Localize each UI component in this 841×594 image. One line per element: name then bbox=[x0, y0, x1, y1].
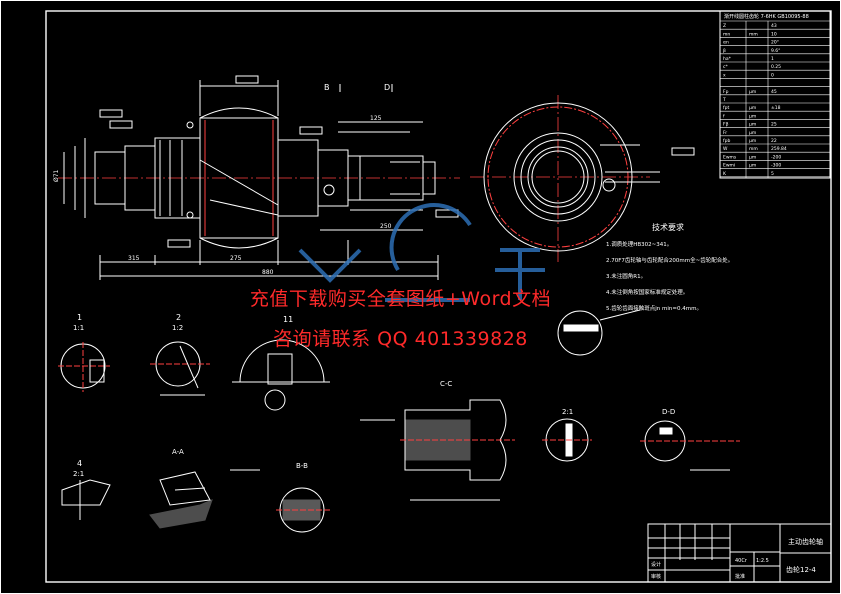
param-cell: μm bbox=[749, 123, 756, 128]
drawing-number: 齿轮12-4 bbox=[786, 565, 816, 574]
material-value: 40Cr bbox=[735, 558, 748, 564]
param-cell: Z bbox=[723, 23, 726, 29]
tech-item-1: 1.调质处理HB302~341。 bbox=[606, 240, 672, 248]
tech-item-4: 4.未注倒角按国家标准规定处理。 bbox=[606, 288, 688, 296]
bore-dim: Ø71 bbox=[53, 169, 60, 182]
param-cell: fpb bbox=[723, 138, 730, 144]
param-cell: 1 bbox=[771, 56, 774, 62]
param-cell: -200 bbox=[771, 154, 781, 160]
param-cell: 9.6° bbox=[771, 48, 780, 54]
view-b-label: B bbox=[324, 83, 330, 92]
watermark-line-2: 咨询请联系 QQ 401339828 bbox=[273, 328, 528, 350]
detail-1-top: 1 bbox=[77, 313, 82, 322]
param-cell: ha* bbox=[723, 56, 732, 62]
param-cell: μm bbox=[749, 164, 756, 169]
param-cell: μm bbox=[749, 90, 756, 95]
param-cell: Ewmi bbox=[723, 163, 735, 169]
param-cell: T bbox=[722, 97, 726, 103]
designer-label: 设计 bbox=[651, 561, 661, 568]
total-length-dim: 880 bbox=[262, 269, 274, 276]
detail-2-bot: 1:2 bbox=[172, 324, 183, 332]
len-d-dim: 250 bbox=[380, 223, 392, 230]
len-a-dim: 315 bbox=[128, 255, 140, 262]
detail-21-label: 2:1 bbox=[562, 408, 573, 416]
param-cell: μm bbox=[749, 114, 756, 119]
param-cell: μm bbox=[749, 139, 756, 144]
param-cell: W bbox=[723, 146, 728, 152]
detail-4-bot: 2:1 bbox=[73, 470, 84, 478]
param-cell: ±18 bbox=[771, 105, 781, 111]
tech-requirements: 技术要求 1.调质处理HB302~341。 2.70F7齿轮轴与齿轮配合200m… bbox=[606, 222, 733, 312]
detail-2-top: 2 bbox=[176, 313, 181, 322]
param-cell: μm bbox=[749, 155, 756, 160]
param-cell: 0.25 bbox=[771, 64, 781, 70]
param-table-header: 渐开线圆柱齿轮 7-6HK GB10095-88 bbox=[724, 13, 809, 20]
detail-4-top: 4 bbox=[77, 459, 82, 468]
param-cell: Ewms bbox=[723, 154, 737, 160]
param-cell: μm bbox=[749, 106, 756, 111]
approver-label: 批准 bbox=[735, 573, 745, 580]
gear-end-view bbox=[470, 95, 695, 262]
watermark-line-1: 充值下载购买全套图纸+Word文档 bbox=[249, 288, 552, 310]
title-block bbox=[647, 523, 832, 583]
tech-item-5: 5.齿轮齿面接触斑点jn min=0.4mm。 bbox=[606, 304, 702, 312]
tech-item-3: 3.未注圆角R1。 bbox=[606, 272, 646, 280]
param-cell: β bbox=[723, 48, 726, 54]
param-cell: mm bbox=[749, 147, 758, 152]
param-cell: 25 bbox=[771, 122, 777, 128]
view-bb-label: B-B bbox=[296, 462, 308, 470]
param-cell: fpt bbox=[723, 105, 729, 111]
detail-1-bot: 1:1 bbox=[73, 324, 84, 332]
view-cc-label: C-C bbox=[440, 380, 452, 388]
part-name: 主动齿轮轴 bbox=[788, 537, 823, 546]
param-cell: mn bbox=[723, 32, 730, 37]
tech-item-2: 2.70F7齿轮轴与齿轮配合200mm全~齿轮配合处。 bbox=[606, 256, 733, 264]
checker-label: 审核 bbox=[651, 573, 661, 580]
param-cell: 45 bbox=[771, 89, 777, 95]
param-cell: 22 bbox=[771, 138, 777, 144]
param-cell: x bbox=[723, 73, 726, 78]
param-cell: μm bbox=[749, 131, 756, 136]
param-cell: 0 bbox=[771, 72, 774, 78]
param-cell: Fβ bbox=[723, 122, 729, 128]
param-cell: Fr bbox=[723, 130, 727, 136]
param-cell: f bbox=[723, 113, 725, 119]
param-cell: 20° bbox=[771, 40, 779, 46]
main-shaft-view bbox=[58, 75, 460, 280]
view-dd-label: D-D bbox=[662, 408, 675, 416]
scale-value: 1:2.5 bbox=[756, 558, 769, 564]
detail-3-top: 11 bbox=[283, 315, 293, 324]
param-cell: K bbox=[723, 171, 727, 177]
param-cell: 5 bbox=[771, 171, 774, 177]
len-c-dim: 125 bbox=[370, 115, 382, 122]
param-cell: mm bbox=[749, 32, 758, 37]
param-cell: c* bbox=[723, 64, 728, 70]
param-cell: Fp bbox=[723, 89, 729, 95]
detail-views bbox=[58, 309, 740, 533]
param-cell: αn bbox=[723, 41, 729, 46]
tech-title: 技术要求 bbox=[652, 222, 684, 232]
param-cell: 10 bbox=[771, 31, 777, 37]
param-cell: 259.84 bbox=[771, 146, 787, 152]
param-cell: -300 bbox=[771, 163, 781, 169]
len-b-dim: 275 bbox=[230, 255, 242, 262]
view-aa-label: A-A bbox=[172, 448, 184, 456]
view-d-label: D bbox=[384, 83, 390, 92]
inner-border bbox=[45, 10, 832, 583]
watermark-logo bbox=[298, 203, 545, 302]
param-cell: 43 bbox=[771, 23, 777, 29]
